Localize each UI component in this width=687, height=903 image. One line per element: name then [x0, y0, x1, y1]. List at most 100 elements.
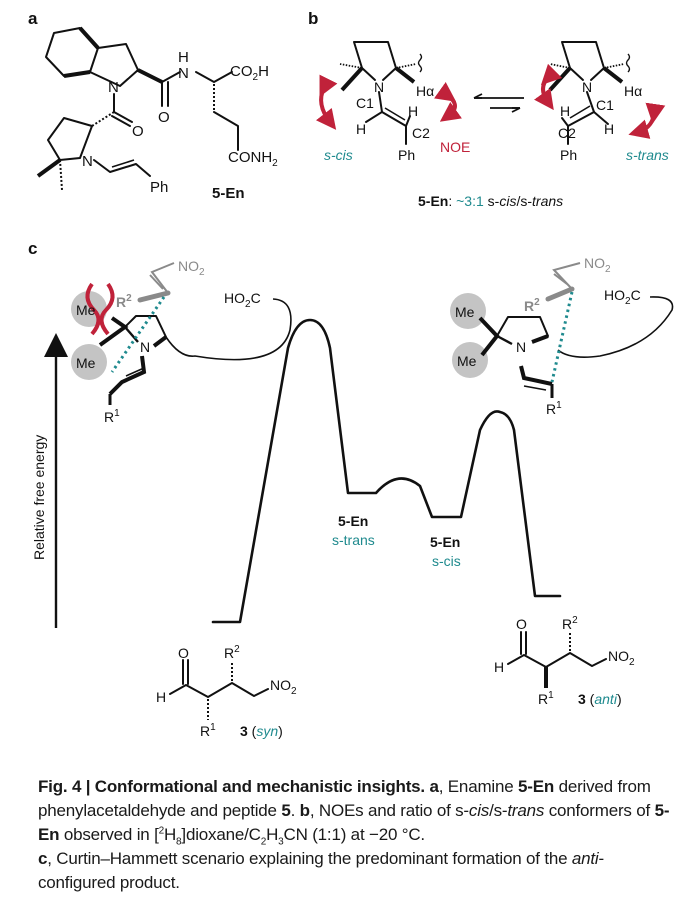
atom-h2: H	[408, 103, 418, 119]
group-ph: Ph	[150, 179, 168, 196]
caption-compound: 5-En	[38, 801, 670, 844]
anti-product-structure	[507, 631, 607, 688]
r1-label: R1	[200, 722, 216, 739]
r2-label: R2	[224, 644, 240, 661]
caption-text: 3	[278, 836, 284, 848]
panel-a-label: a	[28, 9, 38, 28]
syn-product-label: 3 (syn)	[240, 723, 283, 739]
caption-text: derived from phenylacetaldehyde and pept…	[38, 777, 651, 820]
panel-b: b N Hα C1 H H C2 Ph NOE s-cis	[308, 9, 669, 209]
atom-n: N	[374, 79, 384, 95]
atom-n-ring2: N	[82, 153, 93, 170]
methyl-sphere	[71, 344, 107, 380]
caption-compound: 5	[281, 801, 291, 820]
panel-c: c Relative free energy Me Me N R1	[28, 239, 674, 739]
caption-text: anti	[571, 849, 599, 868]
caption-text: trans	[507, 801, 545, 820]
atom-ph: Ph	[398, 147, 415, 163]
intermediate-trans-conformer: s-trans	[332, 532, 375, 548]
group-conh2: CONH2	[228, 149, 278, 169]
r2-label: R2	[562, 615, 578, 632]
ratio-caption: 5-En: ~3:1 s-cis/s-trans	[418, 193, 563, 209]
atom-n: N	[140, 339, 150, 355]
noe-arrow-right-1	[534, 63, 563, 111]
no2-label: NO2	[608, 648, 635, 668]
caption-text: 2	[158, 825, 165, 837]
figure-4: a	[28, 9, 674, 739]
atom-n-right: N	[582, 79, 592, 95]
caption-compound: 5-En	[518, 777, 555, 796]
s-cis-conformer	[339, 41, 423, 145]
caption-text: , NOEs and ratio of s-	[309, 801, 469, 820]
caption-a-label: a	[429, 777, 439, 796]
no2-label: NO2	[584, 255, 611, 275]
me-label: Me	[76, 302, 96, 318]
caption-text: cis	[468, 801, 490, 820]
panel-a: a	[28, 9, 278, 202]
no2-label: NO2	[270, 677, 297, 697]
atom-h: H	[156, 689, 166, 705]
atom-h: H	[494, 659, 504, 675]
atom-o-2: O	[132, 123, 144, 140]
atom-c2-right: C2	[558, 125, 576, 141]
atom-c2: C2	[412, 125, 430, 141]
caption-b-label: b	[299, 801, 310, 820]
atom-n-amide: N	[178, 65, 189, 82]
atom-h-alpha: Hα	[416, 83, 434, 99]
caption-text: -configured product.	[38, 849, 604, 892]
r1-label: R1	[546, 400, 562, 417]
atom-h1: H	[356, 121, 366, 137]
atom-ph-right: Ph	[560, 147, 577, 163]
caption-text: H	[163, 825, 177, 844]
group-co2h: CO2H	[230, 63, 269, 83]
caption-text: CN (1:1) at −20 °C.	[283, 825, 426, 844]
methyl-sphere	[452, 342, 488, 378]
noe-label: NOE	[440, 139, 470, 155]
me-label: Me	[457, 353, 477, 369]
me-label: Me	[76, 355, 96, 371]
figure-caption: Fig. 4 | Conformational and mechanistic …	[38, 775, 678, 895]
noe-arrow-right-2	[628, 102, 666, 139]
caption-text: 8	[176, 836, 182, 848]
caption-text: , Enamine	[438, 777, 519, 796]
caption-text: ]dioxane/C	[181, 825, 261, 844]
caption-text: 2	[260, 836, 267, 848]
caption-text: .	[290, 801, 300, 820]
caption-text: observed in [	[59, 825, 159, 844]
caption-c-label: c	[38, 849, 48, 868]
y-axis-label: Relative free energy	[31, 435, 47, 560]
noe-arrow-hα	[434, 82, 462, 122]
atom-h-alpha-right: Hα	[624, 83, 642, 99]
r2-label: R2	[116, 293, 132, 310]
caption-title: Fig. 4 | Conformational and mechanistic …	[38, 777, 425, 796]
atom-h: H	[178, 49, 189, 66]
atom-n-ring1: N	[108, 79, 119, 96]
syn-transition-state	[71, 262, 292, 405]
atom-c1: C1	[356, 95, 374, 111]
atom-h1-right: H	[604, 121, 614, 137]
atom-h2-right: H	[560, 103, 570, 119]
ho2c-label: HO2C	[224, 290, 261, 310]
me-label: Me	[455, 304, 475, 320]
syn-product-structure	[169, 659, 269, 720]
caption-text: /s-	[489, 801, 508, 820]
peptide-skeleton	[36, 26, 239, 191]
panel-b-label: b	[308, 9, 318, 28]
atom-o: O	[516, 616, 527, 632]
atom-o: O	[178, 645, 189, 661]
intermediate-cis-conformer: s-cis	[432, 553, 461, 569]
intermediate-trans-compound: 5-En	[338, 513, 368, 529]
methyl-sphere	[450, 293, 486, 329]
equilibrium-arrows	[473, 93, 524, 113]
ho2c-label: HO2C	[604, 287, 641, 307]
anti-transition-state	[450, 262, 674, 398]
no2-label: NO2	[178, 258, 205, 278]
panel-c-label: c	[28, 239, 37, 258]
noe-arrow-left	[315, 74, 338, 130]
atom-n: N	[516, 339, 526, 355]
atom-o-1: O	[158, 109, 170, 126]
caption-text: , Curtin–Hammett scenario explaining the…	[47, 849, 572, 868]
s-trans-label: s-trans	[626, 147, 669, 163]
caption-text: conformers of	[544, 801, 655, 820]
atom-c1-right: C1	[596, 97, 614, 113]
